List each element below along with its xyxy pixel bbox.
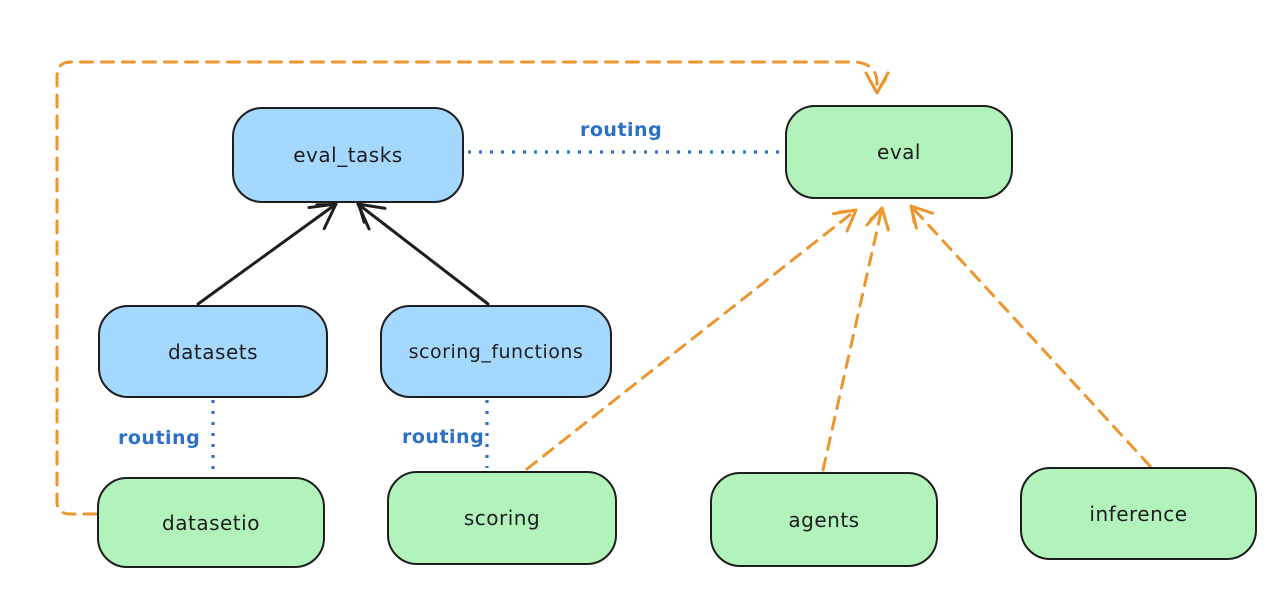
node-scoring-label: scoring: [463, 506, 541, 530]
node-eval-tasks-label: eval_tasks: [293, 143, 403, 167]
routing-label-scoring-functions-scoring: routing: [402, 426, 485, 448]
edge-scoring-to-eval: [525, 208, 858, 471]
node-inference-label: inference: [1089, 501, 1188, 526]
node-eval: eval: [785, 105, 1013, 199]
node-scoring: scoring: [387, 471, 617, 565]
node-datasets-label: datasets: [167, 339, 259, 364]
node-agents: agents: [710, 472, 938, 567]
edge-datasets-to-eval-tasks: [196, 202, 338, 306]
routing-label-eval-tasks-eval: routing: [580, 119, 663, 141]
edge-agents-to-eval: [821, 206, 890, 472]
node-agents-label: agents: [788, 507, 860, 532]
edge-scoring-functions-to-eval-tasks: [356, 202, 490, 306]
node-inference: inference: [1020, 467, 1257, 560]
node-scoring-functions: scoring_functions: [380, 305, 612, 398]
node-eval-tasks: eval_tasks: [232, 107, 464, 203]
node-scoring-functions-label: scoring_functions: [408, 340, 584, 363]
edge-datasetio-to-eval: [55, 60, 890, 516]
node-datasets: datasets: [98, 305, 328, 398]
node-eval-label: eval: [877, 140, 921, 164]
routing-label-datasets-datasetio: routing: [118, 427, 201, 449]
node-datasetio-label: datasetio: [162, 510, 260, 535]
node-datasetio: datasetio: [97, 477, 325, 568]
edge-inference-to-eval: [909, 204, 1152, 468]
